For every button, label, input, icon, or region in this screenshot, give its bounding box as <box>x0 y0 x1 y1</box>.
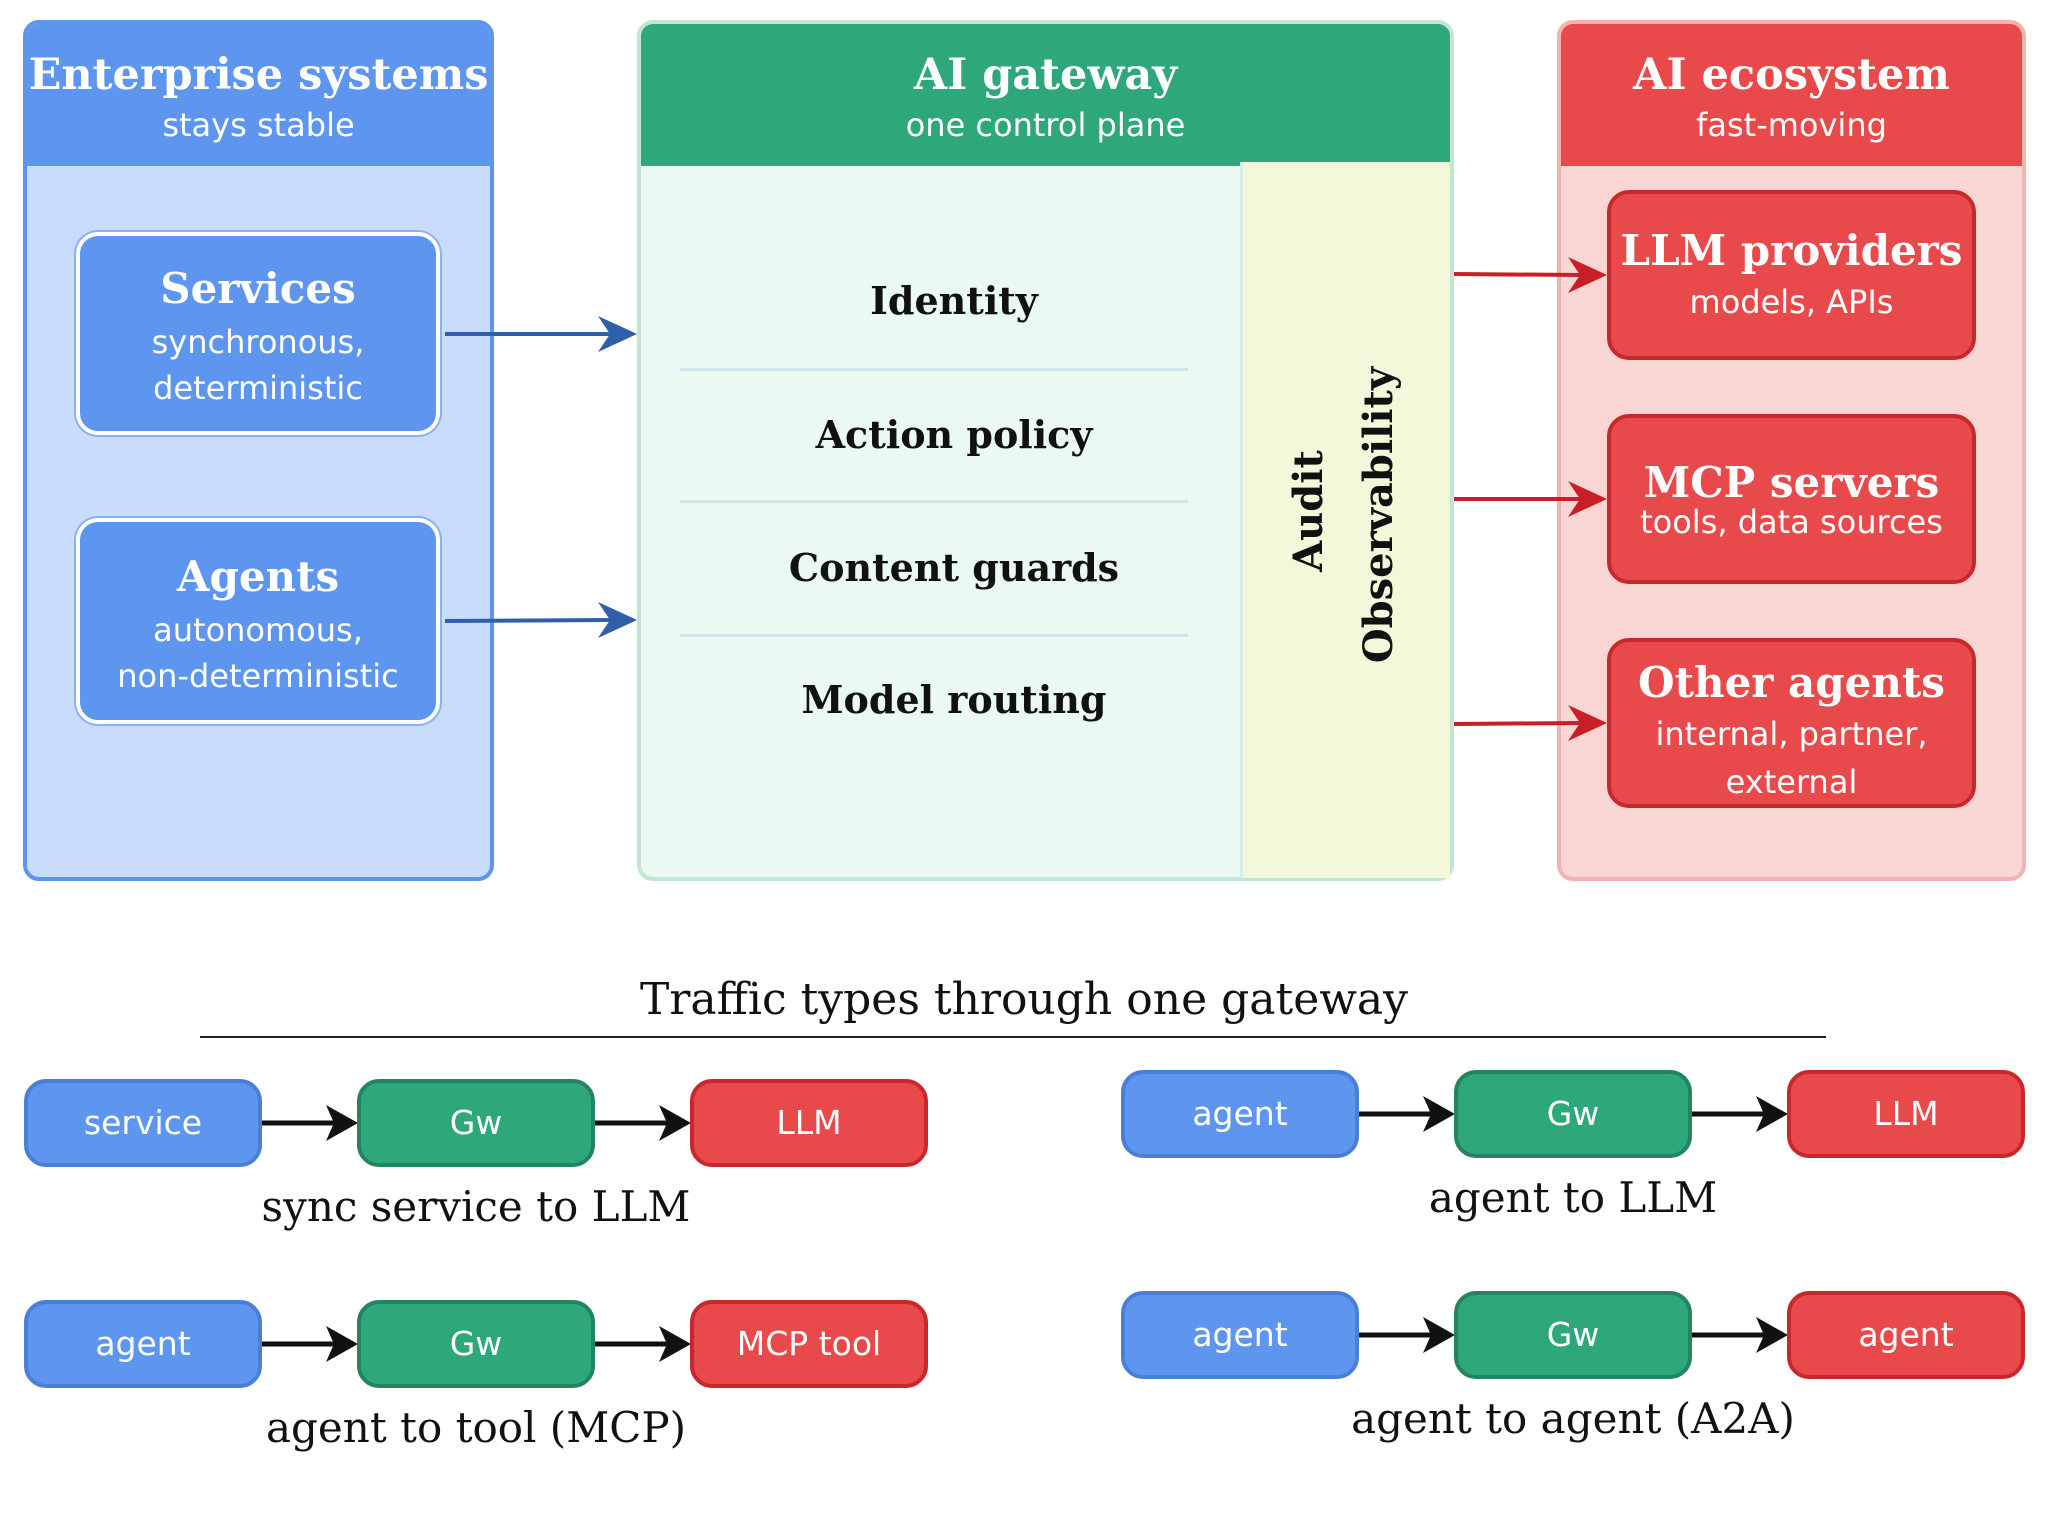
flow-source-pill: service <box>24 1079 262 1167</box>
ai-ecosystem-header: AI ecosystem fast-moving <box>1561 24 2022 166</box>
flow-source-pill: agent <box>1121 1291 1359 1379</box>
gateway-divider <box>680 634 1188 637</box>
flow-target-pill: LLM <box>1787 1070 2025 1158</box>
ai-ecosystem-subtitle: fast-moving <box>1696 106 1887 144</box>
gateway-item-model-routing: Model routing <box>801 677 1107 722</box>
gateway-to-mcp-servers-arrow <box>1454 481 1607 517</box>
enterprise-systems-subtitle: stays stable <box>162 106 355 144</box>
gateway-item-identity: Identity <box>870 278 1038 323</box>
traffic-section-title: Traffic types through one gateway <box>640 974 1408 1025</box>
gateway-to-other-agents-arrow <box>1453 705 1607 741</box>
flow-target-pill: MCP tool <box>690 1300 928 1388</box>
services-title: Services <box>160 264 356 313</box>
gateway-divider <box>680 500 1188 503</box>
mcp-servers-box: MCP servers tools, data sources <box>1607 414 1976 584</box>
mcp-servers-desc: tools, data sources <box>1640 503 1943 541</box>
enterprise-systems-title: Enterprise systems <box>28 50 489 100</box>
agents-box: Agents autonomous, non-deterministic <box>76 518 440 724</box>
agents-desc-line2: non-deterministic <box>117 657 399 695</box>
gateway-divider <box>680 368 1188 371</box>
flow-arrow <box>1359 1317 1788 1353</box>
audit-observability-column <box>1240 162 1450 878</box>
flow-gateway-pill: Gw <box>357 1300 595 1388</box>
flow-arrow <box>1359 1096 1788 1132</box>
mcp-servers-title: MCP servers <box>1643 458 1940 507</box>
flow-source-pill: agent <box>24 1300 262 1388</box>
llm-providers-desc: models, APIs <box>1689 283 1894 321</box>
enterprise-systems-header: Enterprise systems stays stable <box>27 24 490 166</box>
llm-providers-box: LLM providers models, APIs <box>1607 190 1976 360</box>
gateway-item-content-guards: Content guards <box>788 545 1120 590</box>
gateway-to-llm-providers-arrow <box>1453 257 1607 293</box>
gateway-item-action-policy: Action policy <box>815 412 1093 457</box>
flow-label: sync service to LLM <box>261 1182 691 1231</box>
flow-label: agent to agent (A2A) <box>1351 1394 1795 1443</box>
llm-providers-title: LLM providers <box>1620 226 1963 275</box>
other-agents-desc-line2: external <box>1725 763 1858 801</box>
other-agents-desc-line1: internal, partner, <box>1655 715 1928 753</box>
ai-ecosystem-title: AI ecosystem <box>1633 50 1950 100</box>
flow-label: agent to LLM <box>1428 1173 1718 1222</box>
other-agents-title: Other agents <box>1638 658 1945 707</box>
services-desc-line2: deterministic <box>153 369 363 407</box>
flow-source-pill: agent <box>1121 1070 1359 1158</box>
ai-gateway-subtitle: one control plane <box>905 106 1186 144</box>
flow-gateway-pill: Gw <box>357 1079 595 1167</box>
flow-target-pill: agent <box>1787 1291 2025 1379</box>
flow-gateway-pill: Gw <box>1454 1070 1692 1158</box>
traffic-section-rule <box>200 1036 1826 1038</box>
services-desc-line1: synchronous, <box>151 323 365 361</box>
flow-arrow <box>262 1326 691 1362</box>
flow-label: agent to tool (MCP) <box>266 1403 686 1452</box>
flow-gateway-pill: Gw <box>1454 1291 1692 1379</box>
flow-arrow <box>262 1105 691 1141</box>
ai-gateway-header: AI gateway one control plane <box>641 24 1450 166</box>
agents-desc-line1: autonomous, <box>153 611 363 649</box>
services-to-gateway-arrow <box>445 316 637 352</box>
enterprise-systems-panel: Enterprise systems stays stable <box>23 20 494 881</box>
other-agents-box: Other agents internal, partner, external <box>1607 638 1976 808</box>
flow-target-pill: LLM <box>690 1079 928 1167</box>
services-box: Services synchronous, deterministic <box>76 232 440 435</box>
ai-gateway-title: AI gateway <box>913 50 1178 100</box>
agents-to-gateway-arrow <box>444 602 637 638</box>
agents-title: Agents <box>176 552 340 601</box>
